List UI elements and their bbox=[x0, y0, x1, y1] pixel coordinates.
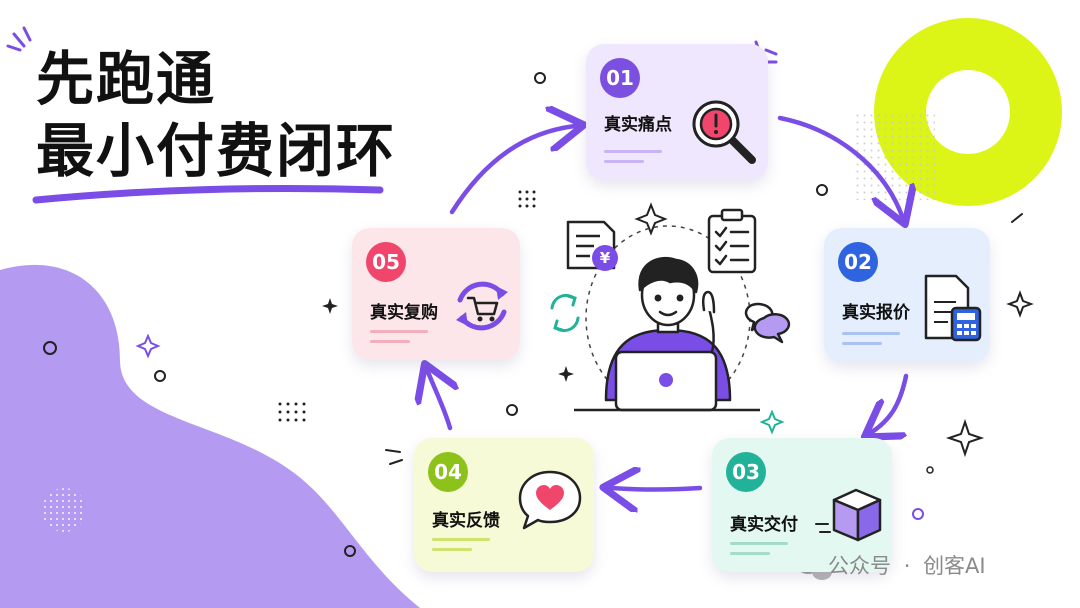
repeat-cart-icon bbox=[456, 281, 508, 331]
step-number-badge: 05 bbox=[366, 242, 406, 282]
step-label: 真实报价 bbox=[842, 303, 910, 323]
watermark-name: 创客AI bbox=[923, 554, 986, 578]
card-stripe bbox=[730, 542, 788, 545]
card-stripe bbox=[730, 552, 770, 555]
invoice-yen-symbol: ¥ bbox=[599, 249, 611, 267]
step-number-badge: 01 bbox=[600, 58, 640, 98]
title-line-1: 先跑通 bbox=[36, 45, 217, 113]
package-box-icon bbox=[815, 488, 882, 542]
watermark: 公众号 · 创客AI bbox=[790, 550, 986, 580]
card-stripe bbox=[370, 340, 410, 343]
step-card-05: 05 真实复购 bbox=[352, 228, 520, 360]
card-stripe bbox=[432, 538, 490, 541]
spark-marks bbox=[6, 26, 32, 52]
card-stripe bbox=[604, 160, 644, 163]
step-number-badge: 02 bbox=[838, 242, 878, 282]
step-card-02: 02 真实报价 bbox=[824, 228, 990, 362]
purple-blob bbox=[0, 264, 420, 608]
step-label: 真实复购 bbox=[370, 303, 438, 323]
card-stripe bbox=[842, 342, 882, 345]
card-stripe bbox=[604, 150, 662, 153]
step-card-03: 03 真实交付 bbox=[712, 438, 892, 572]
chat-bubbles-icon bbox=[744, 302, 791, 344]
title-underline bbox=[32, 184, 384, 204]
card-stripe bbox=[432, 548, 472, 551]
cycle-arrows bbox=[428, 118, 906, 490]
title-line-2: 最小付费闭环 bbox=[36, 117, 397, 185]
heart-chat-icon bbox=[518, 470, 582, 530]
step-number-badge: 03 bbox=[726, 452, 766, 492]
step-label: 真实交付 bbox=[730, 515, 798, 535]
watermark-separator: · bbox=[903, 554, 911, 578]
step-card-04: 04 真实反馈 bbox=[414, 438, 594, 572]
laptop-icon bbox=[574, 350, 760, 412]
magnifier-alert-icon bbox=[692, 100, 756, 164]
quote-calculator-icon bbox=[924, 274, 982, 342]
step-card-01: 01 真实痛点 bbox=[586, 44, 768, 180]
card-stripe bbox=[842, 332, 900, 335]
sparkles bbox=[135, 202, 1034, 458]
watermark-prefix: 公众号 bbox=[828, 554, 891, 578]
step-label: 真实痛点 bbox=[604, 115, 672, 135]
step-number-badge: 04 bbox=[428, 452, 468, 492]
checklist-icon bbox=[707, 208, 757, 274]
step-label: 真实反馈 bbox=[432, 511, 500, 531]
refresh-icon bbox=[550, 293, 580, 333]
card-stripe bbox=[370, 330, 428, 333]
